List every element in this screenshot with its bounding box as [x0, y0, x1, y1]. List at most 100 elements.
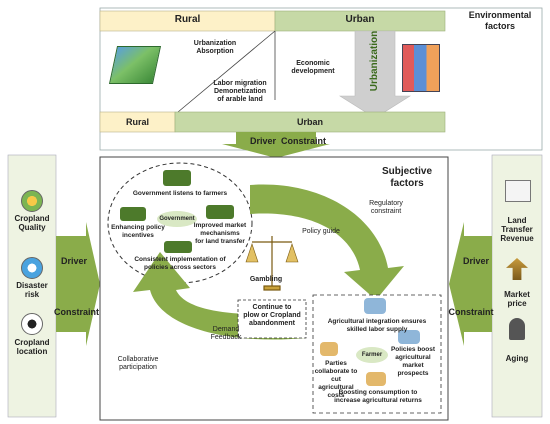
split-line-left	[177, 30, 276, 113]
left-item-3-line1: Cropland	[14, 338, 50, 347]
env-driver-label: Driver	[249, 136, 276, 146]
government-core	[157, 211, 197, 227]
enhancing-policy-line2: incentives	[122, 232, 154, 239]
parties-line1: Parties	[325, 360, 347, 367]
parties-line4: costs	[327, 392, 345, 399]
right-item-1: Land Transfer Revenue	[492, 216, 542, 243]
policy-guide-arrow	[250, 184, 404, 300]
scale-icon	[245, 236, 299, 291]
boost-line1: Policies boost	[390, 346, 436, 353]
parties-label: Parties collaborate to cut agricultural …	[314, 360, 358, 400]
left-constraint-label: Constraint	[54, 307, 99, 317]
farmer-core	[356, 347, 388, 363]
regulatory-constraint: Regulatory constraint	[356, 200, 416, 216]
subjective-title-line2: factors	[390, 178, 424, 189]
boost-line2: agricultural market	[395, 354, 431, 369]
boost-line3: prospects	[397, 370, 429, 377]
government-listens-label: Government listens to farmers	[132, 190, 228, 197]
left-item-1: Cropland Quality	[8, 214, 56, 232]
consumption-label: Boosting consumption to increase agricul…	[318, 389, 438, 405]
collaborative-line1: Collaborative	[117, 356, 159, 363]
left-item-2: Disaster risk	[8, 281, 56, 299]
right-item-1-line3: Revenue	[500, 234, 534, 243]
subjective-title: Subjective factors	[372, 166, 442, 190]
right-item-1-line1: Land	[507, 216, 527, 225]
policy-guide-label: Policy guide	[302, 228, 340, 235]
consumption-line2: increase agricultural returns	[334, 397, 422, 404]
elderly-icon	[509, 318, 525, 340]
enhancing-policy-line1: Enhancing policy	[111, 224, 165, 231]
urbanization-absorption-line1: Urbanization	[193, 40, 237, 47]
left-driver-label: Driver	[60, 256, 87, 266]
env-down-arrow	[222, 132, 330, 158]
integration-line1: Agricultural integration ensures	[327, 318, 427, 325]
farmland-icon	[108, 46, 162, 84]
urbanization-arrow	[338, 30, 412, 119]
continue-box	[237, 299, 307, 339]
labor-migration-line2: Demonetization	[213, 88, 267, 95]
environmental-title-line2: factors	[484, 21, 515, 31]
demand-feedback-label: Demand Feedback	[206, 326, 246, 342]
government-listens-icon	[163, 170, 191, 186]
integration-line2: skilled labor supply	[346, 326, 408, 333]
market-prospect-icon	[398, 330, 420, 344]
market-mechanism-line1: Improved market	[193, 222, 247, 229]
right-constraint-label: Constraint	[448, 307, 494, 317]
integration-people-icon	[364, 298, 386, 314]
left-item-3-line2: location	[16, 347, 48, 356]
left-item-3: Cropland location	[8, 338, 56, 356]
economic-development-line2: development	[291, 68, 335, 75]
market-mechanism-line2: mechanisms	[200, 230, 240, 237]
right-item-3-line1: Aging	[505, 354, 529, 363]
tree-location-icon	[21, 313, 43, 335]
left-item-2-line1: Disaster	[16, 281, 48, 290]
continue-label: Continue to plow or Cropland abandonment	[238, 304, 306, 328]
right-driver-arrow	[449, 222, 492, 346]
consistent-policy-line2: policies across sectors	[144, 264, 216, 271]
top-rural-label: Rural	[174, 14, 201, 25]
consistent-policy-line1: Consistent implementation of	[134, 256, 226, 263]
right-item-1-line2: Transfer	[501, 225, 533, 234]
city-buildings-icon	[402, 44, 440, 92]
labor-migration-line3: of arable land	[217, 96, 263, 103]
urbanization-absorption: Urbanization Absorption	[175, 40, 255, 56]
regulatory-constraint-line2: constraint	[370, 208, 402, 215]
consistent-policy-label: Consistent implementation of policies ac…	[128, 256, 232, 272]
right-item-2: Market price	[492, 290, 542, 308]
sun-field-icon	[21, 190, 43, 212]
right-item-3: Aging	[492, 354, 542, 363]
left-item-1-line1: Cropland	[14, 214, 50, 223]
parties-people-icon	[320, 342, 338, 356]
market-mechanism-icon	[206, 205, 234, 219]
collaborative-line2: participation	[119, 364, 157, 371]
environmental-title-line1: Environmental	[468, 10, 532, 20]
left-item-1-line2: Quality	[18, 223, 46, 232]
market-mechanism-line3: for land transfer	[195, 238, 245, 245]
demand-feedback-line1: Demand	[212, 326, 240, 333]
env-constraint-label: Constraint	[281, 136, 326, 146]
labor-migration: Labor migration Demonetization of arable…	[200, 80, 280, 104]
continue-line2: plow or Cropland	[243, 312, 301, 319]
economic-development: Economic development	[278, 60, 348, 76]
parties-line3: cut agricultural	[318, 376, 354, 391]
right-driver-label: Driver	[462, 256, 489, 266]
economic-development-line1: Economic	[296, 60, 330, 67]
top-urban-label: Urban	[345, 14, 375, 25]
urbanization-arrow-label: Urbanization	[369, 30, 380, 92]
enhancing-policy-label: Enhancing policy incentives	[110, 224, 166, 240]
right-item-2-line1: Market	[504, 290, 530, 299]
collaborative-participation-label: Collaborative participation	[108, 356, 168, 372]
government-label: Government	[159, 216, 195, 222]
document-chart-icon	[505, 180, 531, 202]
flood-house-icon	[21, 257, 43, 279]
demand-feedback-line2: Feedback	[210, 334, 242, 341]
left-driver-arrow	[56, 222, 100, 346]
boost-market-label: Policies boost agricultural market prosp…	[386, 346, 440, 378]
consumption-people-icon	[366, 372, 386, 386]
market-mechanism-label: Improved market mechanisms for land tran…	[192, 222, 248, 246]
subjective-title-line1: Subjective	[381, 166, 433, 177]
bottom-rural-label: Rural	[125, 117, 149, 127]
gambling-label: Gambling	[249, 276, 283, 283]
integration-label: Agricultural integration ensures skilled…	[316, 318, 438, 334]
